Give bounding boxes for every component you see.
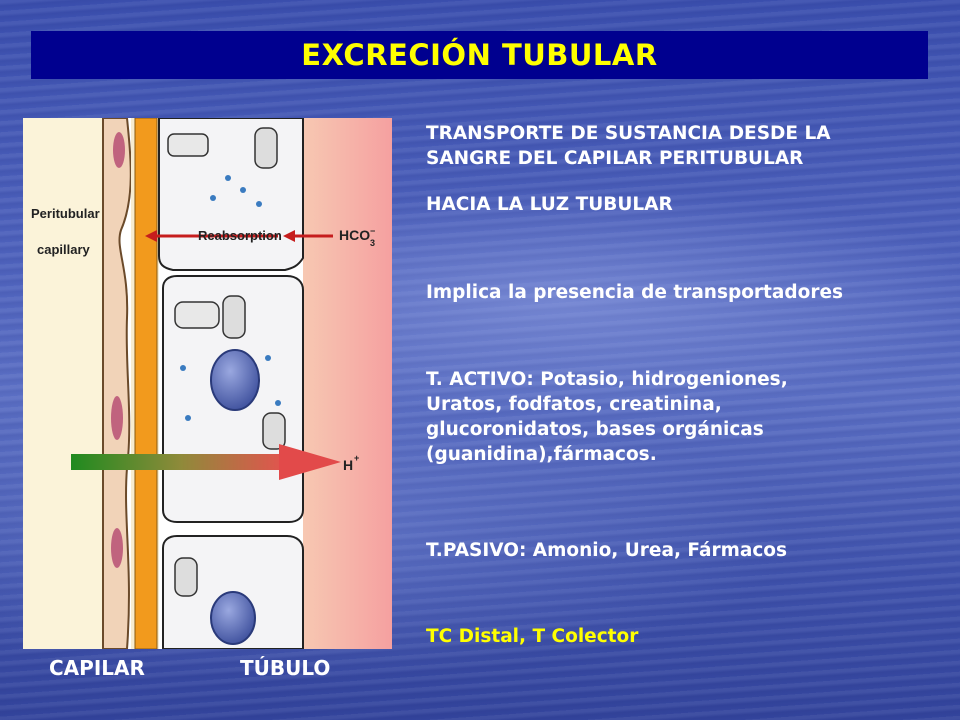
tubulo-label: TÚBULO	[240, 656, 331, 680]
tubular-lumen	[303, 118, 392, 649]
paragraph-5: T.PASIVO: Amonio, Urea, Fármacos	[426, 540, 788, 561]
svg-text:3: 3	[370, 238, 375, 248]
paragraph-6: TC Distal, T Colector	[426, 626, 639, 647]
p4-line4: (guanidina),fármacos.	[426, 444, 657, 465]
cell-nucleus	[210, 591, 256, 645]
reabsorption-label: Reabsorption	[198, 228, 282, 243]
cell-diagram: Reabsorption HCO − 3 Peritubular capilla…	[23, 118, 392, 649]
p4-line3: glucoronidatos, bases orgánicas	[426, 419, 764, 440]
basement-membrane	[134, 118, 158, 649]
peritubular-label-1: Peritubular	[31, 206, 100, 221]
peritubular-label-2: capillary	[37, 242, 91, 257]
p4-line2: Uratos, fodfatos, creatinina,	[426, 394, 722, 415]
secretion-arrow	[71, 454, 291, 470]
cell-nucleus	[210, 349, 260, 411]
capillary-lumen	[23, 118, 103, 649]
endothelial-wall	[102, 118, 132, 649]
capilar-label: CAPILAR	[49, 656, 145, 680]
paragraph-4: T. ACTIVO: Potasio, hidrogeniones, Urato…	[426, 367, 788, 467]
paragraph-1: TRANSPORTE DE SUSTANCIA DESDE LA SANGRE …	[426, 121, 831, 171]
title-bar: EXCRECIÓN TUBULAR	[31, 31, 928, 79]
p1-line2: SANGRE DEL CAPILAR PERITUBULAR	[426, 148, 804, 169]
paragraph-2: HACIA LA LUZ TUBULAR	[426, 194, 673, 215]
tubular-secretion-figure: Reabsorption HCO − 3 Peritubular capilla…	[23, 118, 392, 649]
endothelial-nucleus	[113, 132, 125, 168]
paragraph-3: Implica la presencia de transportadores	[426, 282, 844, 303]
p1-line1: TRANSPORTE DE SUSTANCIA DESDE LA	[426, 123, 831, 144]
svg-text:−: −	[370, 226, 375, 236]
svg-text:+: +	[354, 453, 359, 463]
hco3-label: HCO	[339, 227, 370, 243]
h-ion-label: H	[343, 457, 353, 473]
p4-line1: T. ACTIVO: Potasio, hidrogeniones,	[426, 369, 788, 390]
slide-title: EXCRECIÓN TUBULAR	[301, 38, 658, 72]
